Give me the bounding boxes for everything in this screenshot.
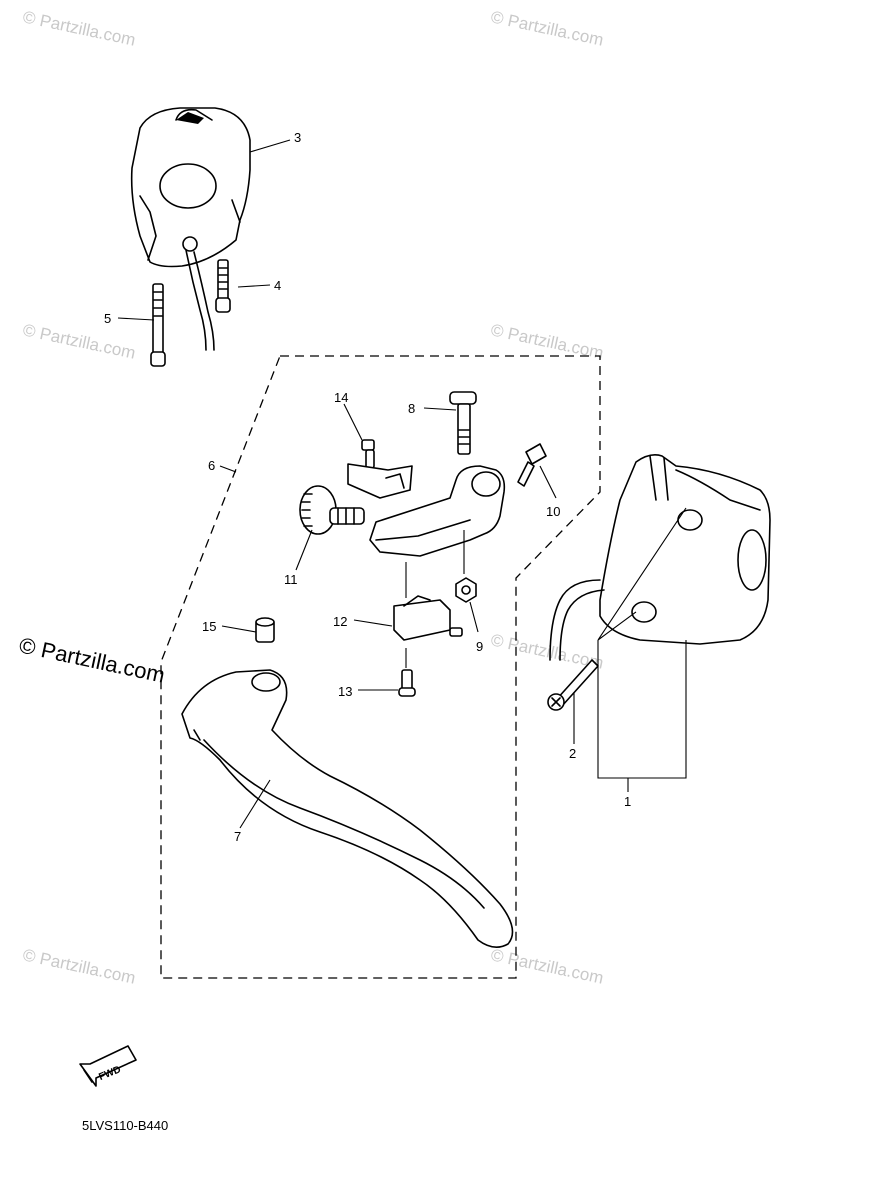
callout-14: 14	[334, 390, 348, 405]
callout-1: 1	[624, 794, 631, 809]
screw-2	[547, 659, 599, 711]
callout-4: 4	[274, 278, 281, 293]
brake-lever-7	[181, 669, 514, 948]
callout-15: 15	[202, 619, 216, 634]
callout-11: 11	[284, 572, 298, 587]
left-switch-housing	[130, 107, 251, 351]
screw-14	[361, 439, 375, 469]
callouts: 1 2 3 4 5 6 7 8 9 10 11 12 13 14 15	[104, 130, 631, 844]
diagram-code: 5LVS110-B440	[82, 1118, 168, 1133]
watermark: © Partzilla.com	[21, 320, 137, 362]
callout-3: 3	[294, 130, 301, 145]
collar-15	[255, 617, 275, 643]
master-cylinder-housing	[549, 454, 771, 661]
callout-10: 10	[546, 504, 560, 519]
callout-6: 6	[208, 458, 215, 473]
fwd-arrow-icon: FWD	[79, 1045, 137, 1087]
lever-bracket	[347, 463, 506, 557]
callout-5: 5	[104, 311, 111, 326]
brake-switch-12	[393, 595, 463, 641]
watermark-large: © Partzilla.com	[17, 632, 167, 687]
assembly-outline	[160, 355, 601, 979]
callout-7: 7	[234, 829, 241, 844]
watermark: © Partzilla.com	[489, 945, 605, 987]
adjuster-knob-11	[299, 485, 365, 535]
watermark: © Partzilla.com	[21, 945, 137, 987]
callout-12: 12	[333, 614, 347, 629]
callout-2: 2	[569, 746, 576, 761]
watermark: © Partzilla.com	[21, 7, 137, 49]
leader-lines	[117, 139, 687, 829]
callout-9: 9	[476, 639, 483, 654]
screw-10	[517, 443, 547, 487]
screw-5	[150, 283, 166, 367]
screw-13	[398, 669, 416, 697]
watermark: © Partzilla.com	[489, 7, 605, 49]
screw-4	[215, 259, 231, 313]
callout-13: 13	[338, 684, 352, 699]
callout-8: 8	[408, 401, 415, 416]
nut-9	[455, 577, 477, 603]
pivot-bolt-8	[449, 391, 477, 455]
